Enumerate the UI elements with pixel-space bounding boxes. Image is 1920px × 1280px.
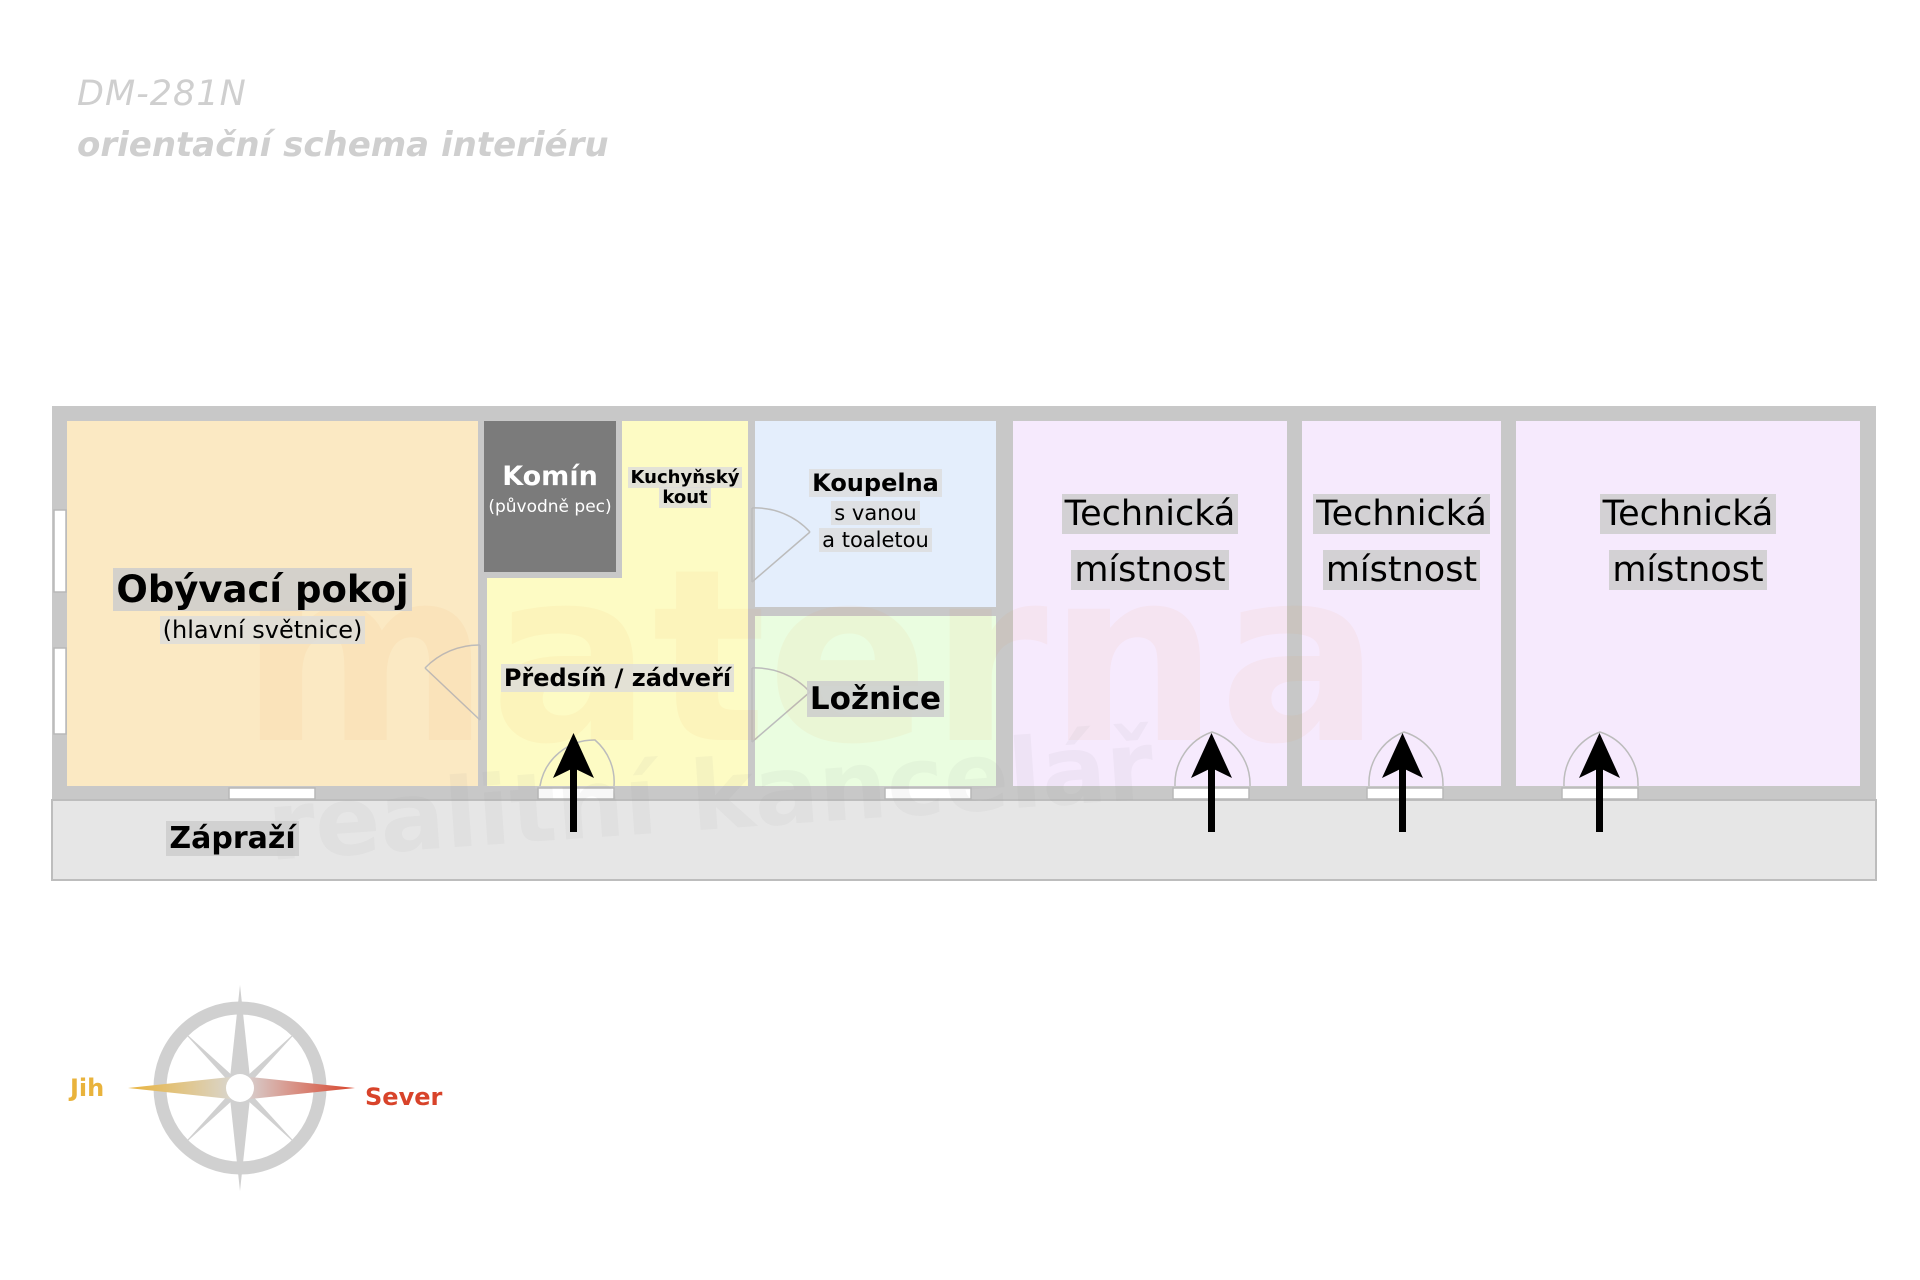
tech-room-1-line-2: místnost — [1071, 550, 1229, 590]
tech-room-2-line-2: místnost — [1322, 550, 1481, 590]
kitchen-label: Kuchyňský kout — [622, 467, 748, 508]
tech-room-2-label: Technická místnost — [1302, 486, 1501, 598]
tech-room-1-label: Technická místnost — [1013, 486, 1287, 598]
compass-north-label: Sever — [365, 1083, 443, 1111]
plan-code: DM-281N — [77, 74, 247, 114]
chimney-sub: (původně pec) — [488, 496, 612, 517]
tech-room-3-label: Technická místnost — [1516, 486, 1860, 598]
entrance-arrow-hall — [553, 733, 594, 832]
bedroom-label: Ložnice — [755, 681, 996, 717]
chimney-name: Komín — [502, 461, 598, 492]
plan-subtitle: orientační schema interiéru — [77, 125, 609, 165]
tech-room-3-area — [1516, 421, 1860, 786]
entrance-arrow-tech-2 — [1382, 733, 1423, 832]
bathroom-label: Koupelna s vanou a toaletou — [755, 469, 996, 553]
entrance-arrows — [553, 733, 1620, 832]
door-swings — [424, 507, 1639, 787]
kitchen-line-1: Kuchyňský — [627, 467, 743, 488]
porch-label: Zápraží — [150, 821, 315, 856]
bathroom-line-3: a toaletou — [819, 528, 932, 553]
tech-room-2-line-1: Technická — [1313, 494, 1490, 534]
tech-room-2-area — [1302, 421, 1501, 786]
porch-name: Zápraží — [166, 821, 299, 856]
kitchen-line-2: kout — [659, 486, 711, 508]
living-room-label: Obývací pokoj (hlavní světnice) — [110, 568, 415, 644]
living-room-sub: (hlavní světnice) — [159, 615, 366, 644]
tech-room-3-line-2: místnost — [1609, 550, 1767, 590]
bathroom-name: Koupelna — [809, 469, 942, 497]
tech-room-1-area — [1013, 421, 1287, 786]
bedroom-name: Ložnice — [806, 681, 945, 717]
hall-name: Předsíň / zádveří — [500, 664, 735, 692]
bathroom-line-2: s vanou — [831, 501, 920, 526]
living-room-name: Obývací pokoj — [113, 568, 412, 611]
entrance-arrow-tech-1 — [1191, 733, 1232, 832]
compass-rose — [128, 985, 355, 1191]
chimney-label: Komín (původně pec) — [484, 462, 616, 516]
tech-room-1-line-1: Technická — [1061, 494, 1239, 534]
chimney-area — [484, 421, 616, 572]
hall-label: Předsíň / zádveří — [487, 664, 748, 692]
tech-room-3-line-1: Technická — [1599, 494, 1777, 534]
compass-south-label: Jih — [70, 1074, 105, 1102]
porch-area — [51, 799, 1877, 881]
entrance-arrow-tech-3 — [1579, 733, 1620, 832]
